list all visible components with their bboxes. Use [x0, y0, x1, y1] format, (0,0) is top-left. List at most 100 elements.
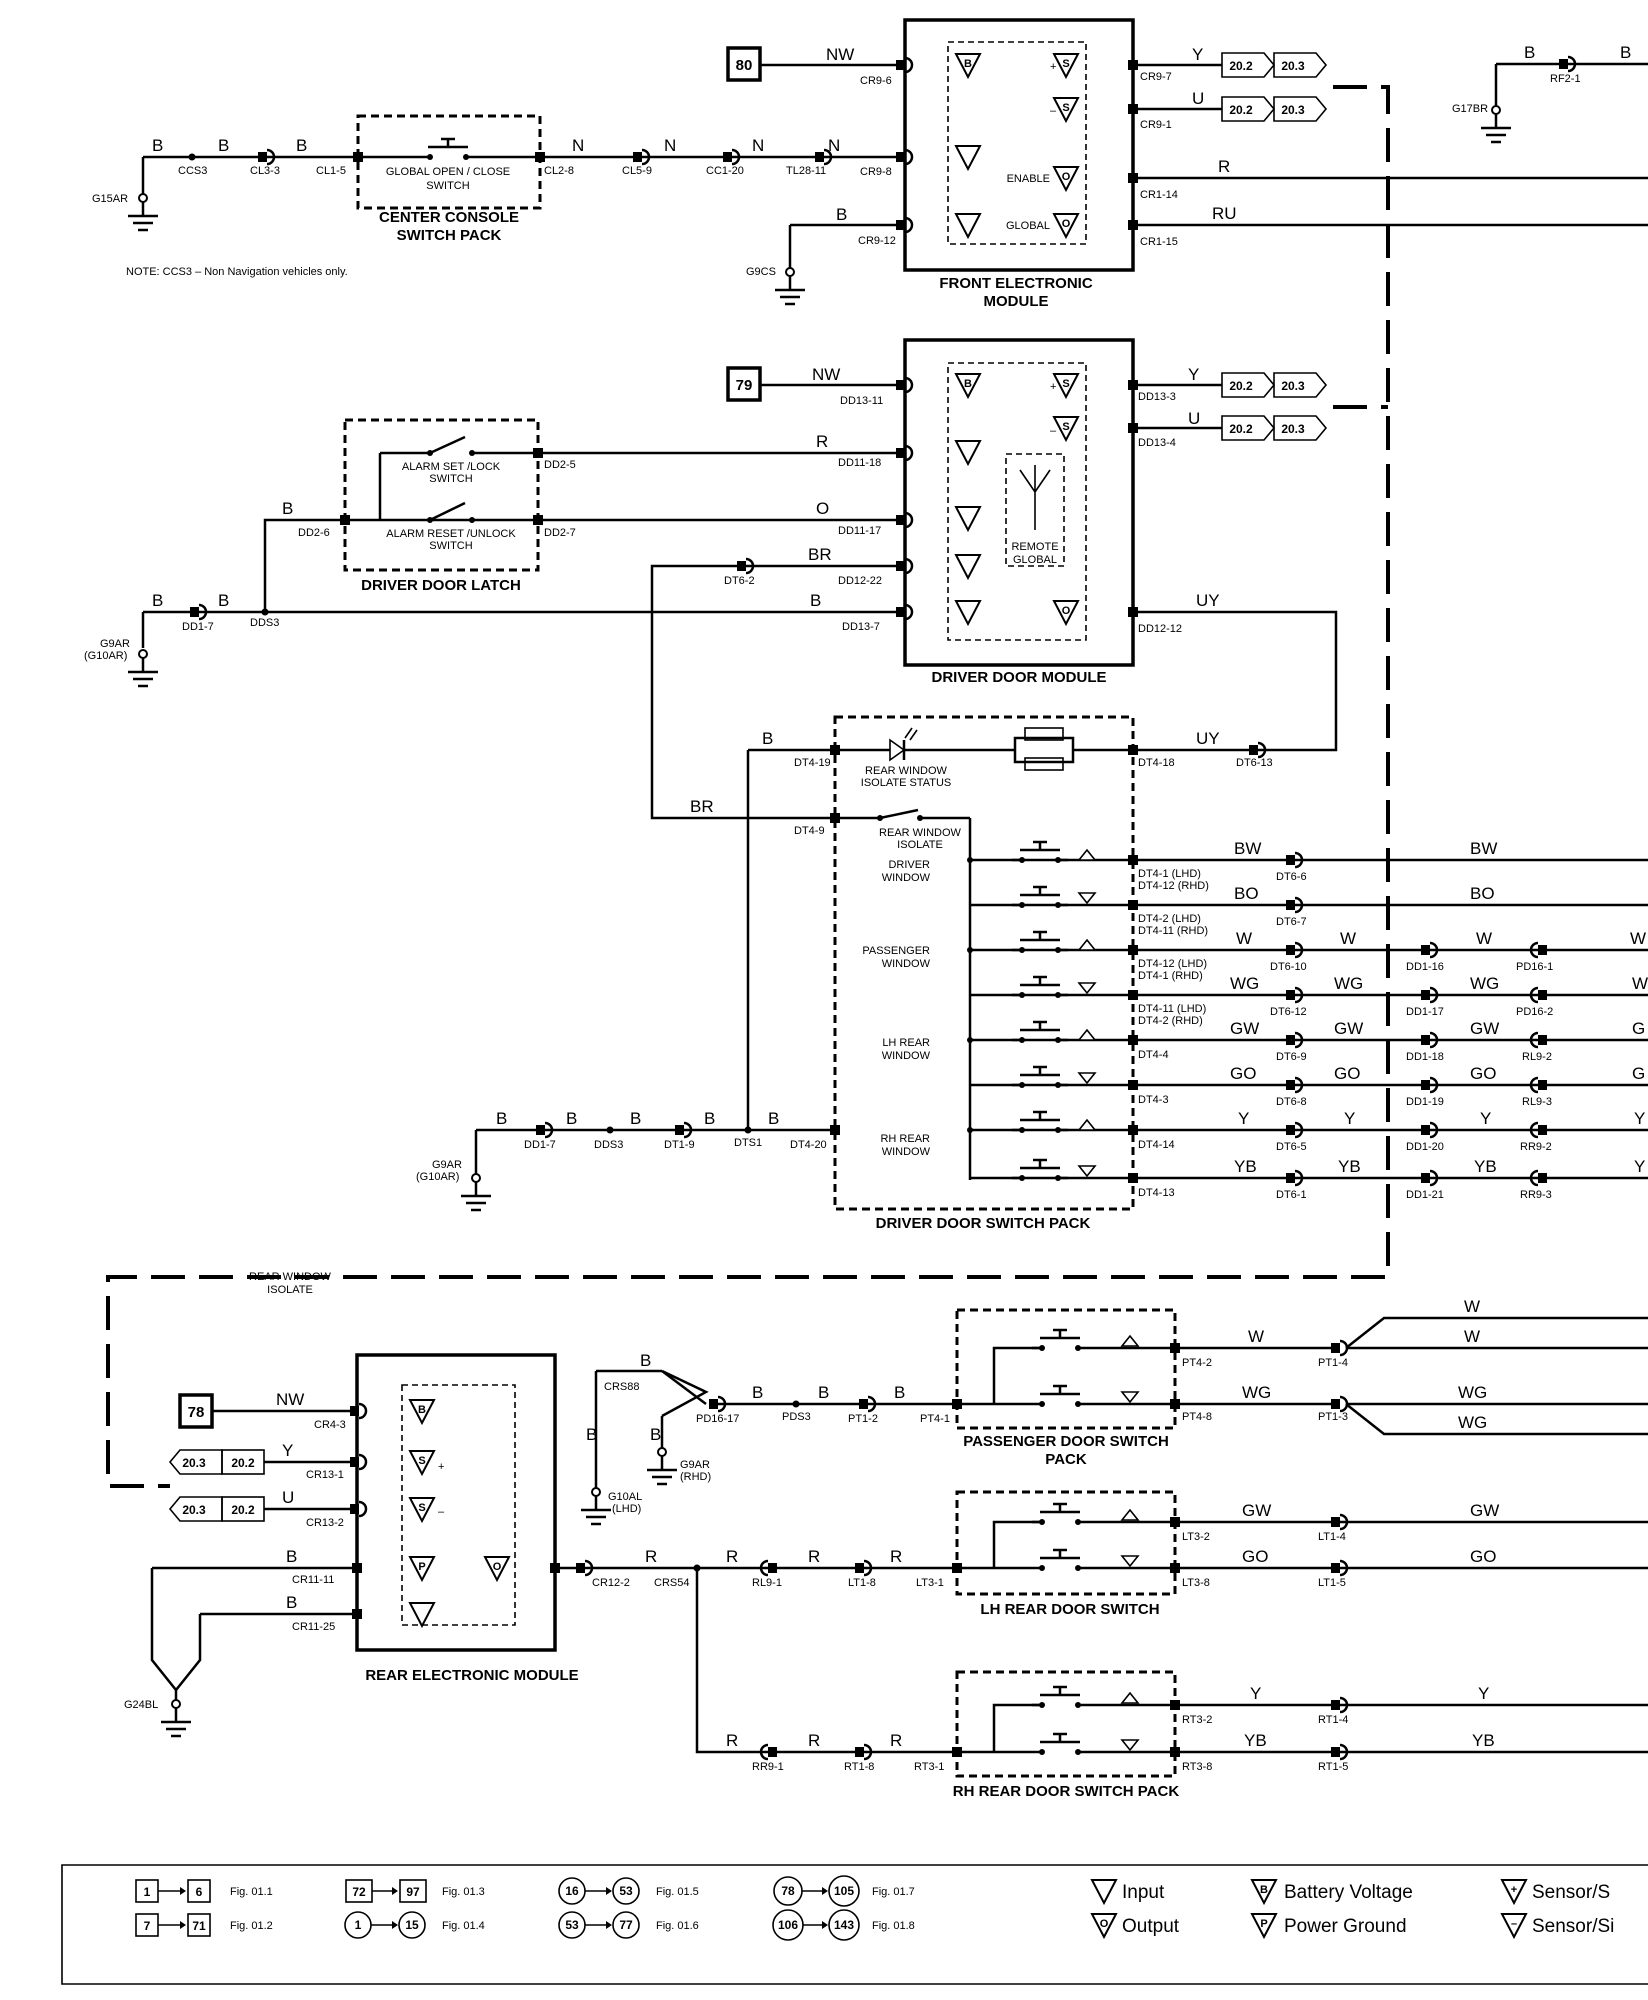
- note-isolate-2: ISOLATE: [267, 1284, 313, 1296]
- wire-br-2: BR: [690, 797, 714, 816]
- legend-r8b: 143: [834, 1918, 854, 1932]
- wire-lgw: GW: [1242, 1501, 1271, 1520]
- conn-dt4-1-lhd: DT4-1 (LHD): [1138, 868, 1201, 880]
- conn-dd1-16: DD1-16: [1406, 961, 1444, 973]
- label-lh-window-2: WINDOW: [882, 1050, 931, 1062]
- rear-electronic-module: [355, 1353, 557, 1652]
- conn-dt4-3: DT4-3: [1138, 1094, 1169, 1106]
- lh-rear-title: LH REAR DOOR SWITCH: [980, 1601, 1159, 1618]
- wire-gw2: GW: [1334, 1019, 1363, 1038]
- conn-dt4-13: DT4-13: [1138, 1187, 1175, 1199]
- conn-dt6-1: DT6-1: [1276, 1189, 1307, 1201]
- conn-dd2-7: DD2-7: [544, 527, 576, 539]
- conn-pd16-1: PD16-1: [1516, 961, 1553, 973]
- label-alarm-reset-switch: SWITCH: [429, 540, 472, 552]
- driver-door-switch-pack-title: DRIVER DOOR SWITCH PACK: [876, 1215, 1091, 1232]
- ref-20-3b: 20.3: [1281, 103, 1305, 117]
- conn-cl3-3: CL3-3: [250, 165, 280, 177]
- label-status-2: ISOLATE STATUS: [861, 777, 951, 789]
- rh-rear-title: RH REAR DOOR SWITCH PACK: [953, 1783, 1180, 1800]
- conn-dt6-9: DT6-9: [1276, 1051, 1307, 1063]
- conn-rr9-2: RR9-2: [1520, 1141, 1552, 1153]
- conn-pt4-1: PT4-1: [920, 1413, 950, 1425]
- conn-crs88: CRS88: [604, 1381, 639, 1393]
- conn-dt4-1-rhd: DT4-1 (RHD): [1138, 970, 1203, 982]
- ref-20-2b: 20.2: [1229, 103, 1253, 117]
- conn-dt6-6: DT6-6: [1276, 871, 1307, 883]
- conn-dd13-11: DD13-11: [840, 395, 883, 407]
- conn-dt4-20: DT4-20: [790, 1139, 827, 1151]
- label-alarm-reset: ALARM RESET /UNLOCK: [386, 528, 516, 540]
- label-driver-window-2: WINDOW: [882, 872, 931, 884]
- window-switches: [967, 840, 1133, 1183]
- wire-pwg: WG: [1242, 1383, 1271, 1402]
- wire-uy-2: UY: [1196, 729, 1220, 748]
- wire-go4: G: [1632, 1064, 1645, 1083]
- legend-input: Input: [1122, 1882, 1165, 1903]
- legend-sensor-minus: Sensor/Si: [1532, 1916, 1614, 1937]
- ref-20-3: 20.3: [1281, 59, 1305, 73]
- wire-bo2: BO: [1470, 884, 1495, 903]
- svg-text:B: B: [418, 1404, 426, 1416]
- conn-lt3-1: LT3-1: [916, 1577, 944, 1589]
- ground-g10ar-a: (G10AR): [84, 650, 127, 662]
- conn-pd16-2: PD16-2: [1516, 1006, 1553, 1018]
- ground-g15ar: G15AR: [92, 193, 128, 205]
- legend-r7b: 105: [834, 1884, 854, 1898]
- conn-dds3-a: DDS3: [250, 617, 279, 629]
- wire-r-latch: R: [816, 432, 828, 451]
- legend-r5c: Fig. 01.5: [656, 1886, 699, 1898]
- label-status-1: REAR WINDOW: [865, 765, 948, 777]
- ground-lhd: (LHD): [612, 1503, 641, 1515]
- wire-u-78: U: [282, 1488, 294, 1507]
- wire-gw1: GW: [1230, 1019, 1259, 1038]
- conn-dt4-2-lhd: DT4-2 (LHD): [1138, 913, 1201, 925]
- ground-g9ar-b: G9AR: [432, 1159, 462, 1171]
- wire-pb1: B: [496, 1109, 507, 1128]
- svg-text:S: S: [1062, 378, 1069, 390]
- ground-g9cs: G9CS: [746, 266, 776, 278]
- driver-door-section: REMOTE GLOBAL DRIVER DOOR MODULE 79 NW D…: [84, 338, 1338, 820]
- label-isolate-1: REAR WINDOW: [879, 827, 962, 839]
- label-rh-window-2: WINDOW: [882, 1146, 931, 1158]
- wire-pwg2: WG: [1458, 1413, 1487, 1432]
- conn-dd11-18: DD11-18: [838, 457, 881, 469]
- conn-dt6-12: DT6-12: [1270, 1006, 1307, 1018]
- conn-dts1: DTS1: [734, 1137, 762, 1149]
- wire-y2: Y: [1344, 1109, 1355, 1128]
- conn-dt4-18: DT4-18: [1138, 757, 1175, 769]
- ref-20-2f: 20.2: [231, 1503, 255, 1517]
- conn-dt4-2-rhd: DT4-2 (RHD): [1138, 1015, 1203, 1027]
- legend: 1 6 Fig. 01.1 7 71 Fig. 01.2 72 97 Fig. …: [61, 1864, 1648, 1985]
- wire-b1: B: [152, 136, 163, 155]
- conn-dt4-12-lhd: DT4-12 (LHD): [1138, 958, 1207, 970]
- conn-cr1-14: CR1-14: [1140, 189, 1178, 201]
- ground-g9ar-a: G9AR: [100, 638, 130, 650]
- legend-r5b: 53: [619, 1884, 633, 1898]
- wire-ryb: YB: [1244, 1731, 1267, 1750]
- legend-r5a: 16: [565, 1884, 579, 1898]
- conn-rr9-3: RR9-3: [1520, 1189, 1552, 1201]
- center-console-switch-pack: [356, 114, 542, 210]
- conn-cl1-5: CL1-5: [316, 165, 346, 177]
- ground-g10al: G10AL: [608, 1491, 642, 1503]
- ground-g9ar-rhd: G9AR: [680, 1459, 710, 1471]
- wire-b-crs88: B: [640, 1351, 651, 1370]
- conn-dd1-7-b: DD1-7: [524, 1139, 556, 1151]
- rear-module-title: REAR ELECTRONIC MODULE: [365, 1667, 578, 1684]
- conn-rl9-3: RL9-3: [1522, 1096, 1552, 1108]
- wire-y1: Y: [1238, 1109, 1249, 1128]
- wire-nw-79: NW: [812, 365, 840, 384]
- wire-r1: R: [645, 1547, 657, 1566]
- conn-pt1-3: PT1-3: [1318, 1411, 1348, 1423]
- conn-cl5-9: CL5-9: [622, 165, 652, 177]
- conn-rt1-8: RT1-8: [844, 1761, 874, 1773]
- svg-text:–: –: [1511, 1918, 1517, 1930]
- conn-cr13-2: CR13-2: [306, 1517, 344, 1529]
- svg-text:O: O: [1062, 605, 1071, 617]
- conn-dd2-5: DD2-5: [544, 459, 576, 471]
- legend-power-ground: Power Ground: [1284, 1916, 1407, 1937]
- conn-dd1-18: DD1-18: [1406, 1051, 1444, 1063]
- wire-pb2: B: [566, 1109, 577, 1128]
- ref-20-3c: 20.3: [1281, 379, 1305, 393]
